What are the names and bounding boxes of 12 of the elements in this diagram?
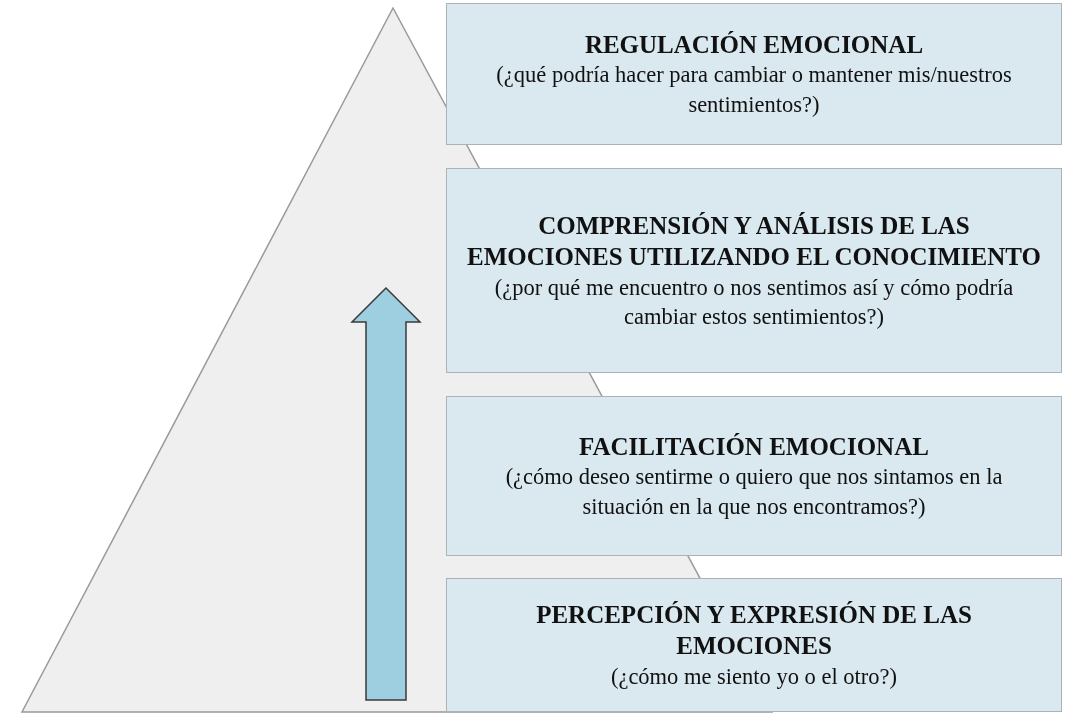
level-heading: COMPRENSIÓN Y ANÁLISIS DE LAS EMOCIONES UTILIZANDO EL CONOCIMIENTO	[466, 211, 1042, 273]
level-heading: REGULACIÓN EMOCIONAL	[584, 30, 924, 61]
level-question: (¿qué podría hacer para cambiar o mantener mis/nuestros sentimientos?)	[495, 61, 1013, 119]
level-box	[446, 396, 1062, 556]
level-heading: PERCEPCIÓN Y EXPRESIÓN DE LAS EMOCIONES	[535, 600, 973, 662]
level-question: (¿por qué me encuentro o nos sentimos así y cómo podría cambiar estos sentimientos?)	[493, 273, 1015, 331]
level-question: (¿cómo deseo sentirme o quiero que nos sintamos en la situación en la que nos encontramos?)	[504, 463, 1004, 521]
level-box	[446, 578, 1062, 712]
level-question: (¿cómo me siento yo o el otro?)	[610, 662, 898, 691]
level-box	[446, 3, 1062, 145]
level-box	[446, 168, 1062, 373]
level-heading: FACILITACIÓN EMOCIONAL	[579, 432, 929, 463]
